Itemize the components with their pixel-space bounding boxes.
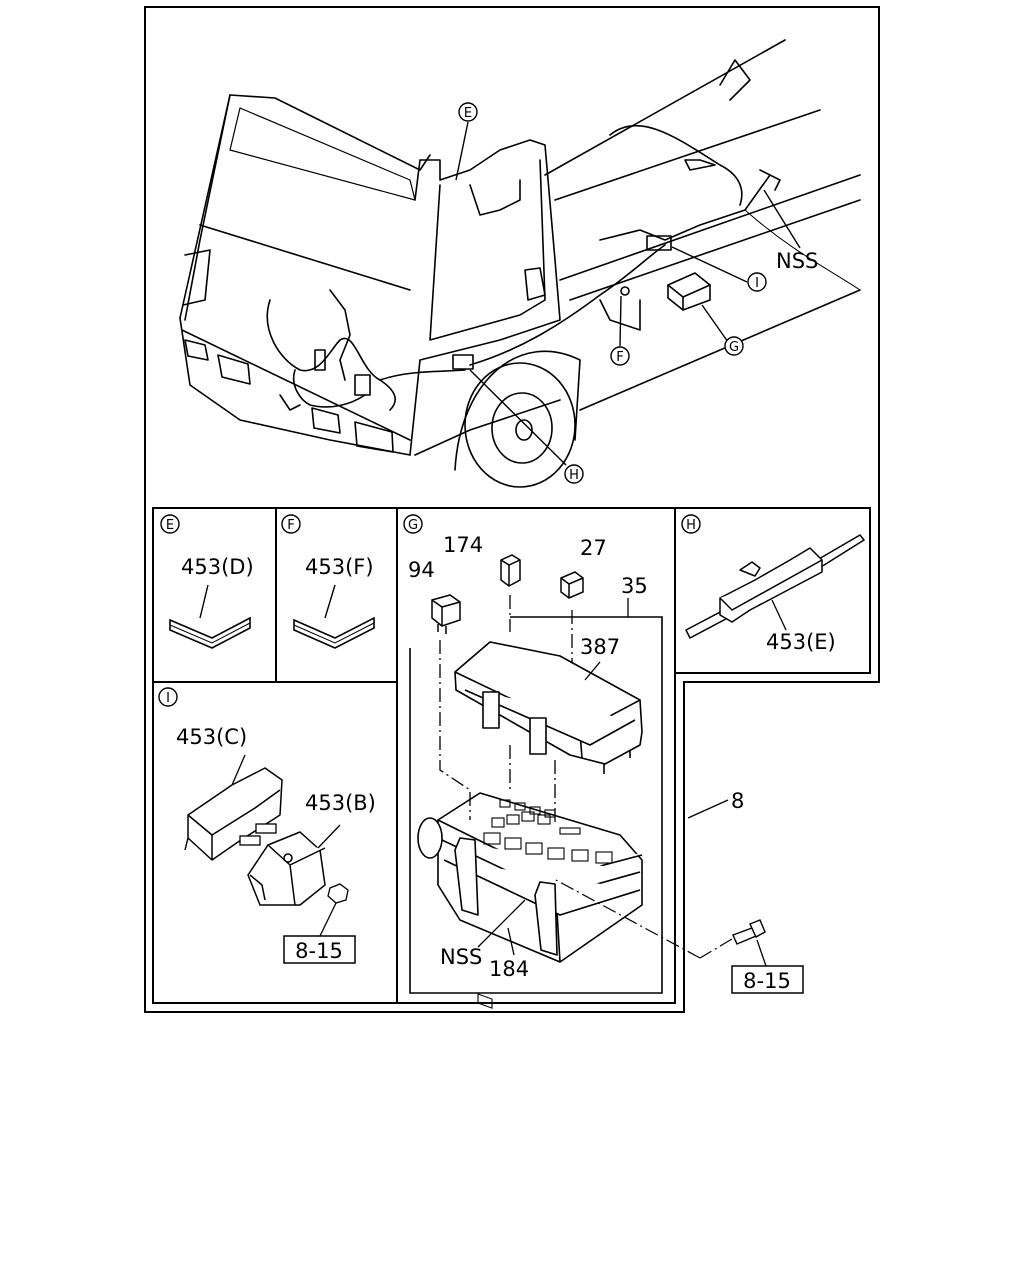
fuse-box-base xyxy=(417,792,643,963)
nut xyxy=(327,883,349,904)
part-35-label: 35 xyxy=(621,574,648,598)
part-453b-label: 453(B) xyxy=(305,791,376,815)
panel-i: I 453(C) 453(B) 8-15 xyxy=(158,687,376,964)
part-27-label: 27 xyxy=(580,536,607,560)
callout-h-main: H xyxy=(564,464,584,484)
truck-illustration xyxy=(179,39,861,488)
callout-label: E xyxy=(166,518,174,533)
bolt-8: 8 8-15 xyxy=(555,789,804,994)
clip-453e xyxy=(685,534,865,639)
ref-box-8-15-panel-i xyxy=(283,935,356,964)
part-174-label: 174 xyxy=(443,533,483,557)
assembly-guides xyxy=(439,595,573,825)
part-453e-label: 453(E) xyxy=(766,630,836,654)
callout-g-main: G xyxy=(724,336,744,356)
fuse-27 xyxy=(560,571,584,599)
fuse-174 xyxy=(500,554,521,587)
part-184-label: 184 xyxy=(489,957,529,981)
bracket-453b xyxy=(247,831,326,906)
callout-f-main: F xyxy=(610,346,630,366)
bolt-studs xyxy=(239,823,277,846)
part-453c-label: 453(C) xyxy=(176,725,247,749)
relay-94 xyxy=(431,594,461,634)
callout-i-main: I xyxy=(747,272,767,292)
ref-8-15-bolt: 8-15 xyxy=(743,969,791,993)
diagram-frames xyxy=(144,6,880,1013)
ref-box-8-15-bolt xyxy=(731,965,804,994)
part-453d-label: 453(D) xyxy=(181,555,254,579)
main-leaders xyxy=(455,121,801,466)
panel-h: H 453(E) xyxy=(681,514,865,654)
callout-label: H xyxy=(569,468,579,483)
nss-label-panel-g: NSS xyxy=(440,945,482,969)
callout-e-main: E xyxy=(458,102,478,122)
callout-label: H xyxy=(686,518,696,533)
clip-453f xyxy=(293,616,375,649)
callout-label: F xyxy=(616,350,623,365)
panel-e: E 453(D) xyxy=(160,514,254,649)
panel-f: F 453(F) xyxy=(281,514,375,649)
fuse-slots xyxy=(477,799,613,1009)
clip-453d xyxy=(169,616,251,649)
panel-g: G 174 94 27 35 387 NSS 184 xyxy=(403,514,663,1009)
bracket-453c xyxy=(184,767,283,861)
callout-label: G xyxy=(729,340,739,355)
part-8-label: 8 xyxy=(731,789,744,813)
ref-8-15-panel-i: 8-15 xyxy=(295,939,343,963)
fuse-box-cover xyxy=(454,641,643,774)
part-453f-label: 453(F) xyxy=(305,555,374,579)
nss-label-main: NSS xyxy=(776,249,818,273)
callout-label: E xyxy=(464,106,472,121)
callout-label: I xyxy=(166,691,170,706)
callout-label: I xyxy=(755,276,759,291)
callout-label: G xyxy=(408,518,418,533)
part-94-label: 94 xyxy=(408,558,435,582)
callout-label: F xyxy=(287,518,294,533)
part-387-label: 387 xyxy=(580,635,620,659)
